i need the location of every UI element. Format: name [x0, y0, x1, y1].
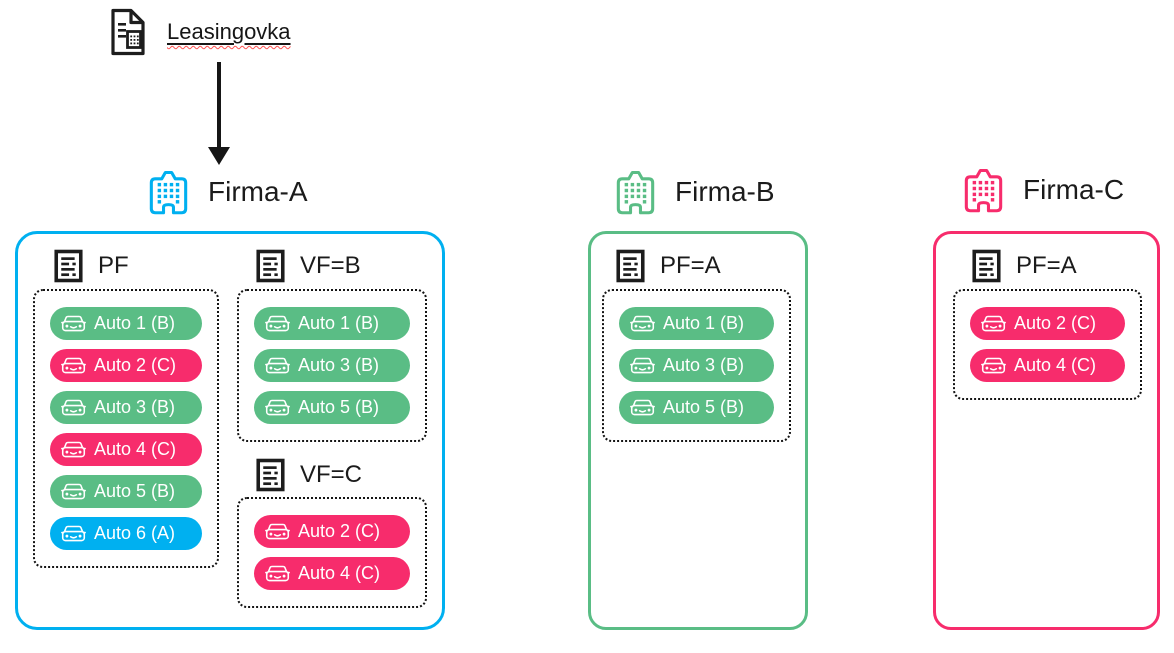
leasing-label-text: Leasingovka [167, 19, 291, 44]
auto-pill-label: Auto 2 (C) [1014, 313, 1097, 333]
auto-pill-label: Auto 4 (C) [298, 563, 381, 583]
auto-pill: Auto 5 (B) [254, 391, 410, 424]
section-label: PF=A [1016, 252, 1077, 279]
car-icon [61, 398, 86, 417]
car-icon [265, 356, 290, 375]
firma-c-header: Firma-C [961, 166, 1124, 213]
auto-pill: Auto 3 (B) [254, 349, 410, 382]
firma-b-name: Firma-B [675, 175, 775, 207]
auto-pill: Auto 3 (B) [50, 391, 202, 424]
fleet-document-icon [54, 249, 83, 283]
auto-pill: Auto 2 (C) [970, 307, 1125, 340]
auto-pill: Auto 4 (C) [254, 557, 410, 590]
firma-a-header: Firma-A [146, 168, 308, 215]
building-icon [146, 168, 191, 215]
auto-pill-label: Auto 3 (B) [663, 355, 745, 375]
down-arrow-head-icon [208, 147, 230, 165]
section-label: VF=C [300, 461, 363, 488]
section-label: PF [98, 252, 129, 279]
fleet-document-icon [972, 249, 1001, 283]
auto-pill: Auto 5 (B) [619, 391, 774, 424]
firma-a-pf-car-list: Auto 1 (B) Auto 2 (C) Auto 3 (B) Auto 4 … [33, 289, 219, 568]
car-icon [265, 522, 290, 541]
auto-pill-label: Auto 1 (B) [663, 313, 745, 333]
auto-pill: Auto 5 (B) [50, 475, 202, 508]
firma-b-section-pfa-header: PF=A [616, 249, 721, 283]
auto-pill-label: Auto 1 (B) [298, 313, 380, 333]
fleet-document-icon [616, 249, 645, 283]
car-icon [265, 398, 290, 417]
auto-pill: Auto 1 (B) [50, 307, 202, 340]
section-label: PF=A [660, 252, 721, 279]
car-icon [61, 524, 86, 543]
firma-c-pfa-car-list: Auto 2 (C) Auto 4 (C) [953, 289, 1142, 400]
firma-c-name: Firma-C [1023, 173, 1125, 205]
car-icon [981, 314, 1006, 333]
car-icon [61, 482, 86, 501]
firma-a-vfb-car-list: Auto 1 (B) Auto 3 (B) Auto 5 (B) [237, 289, 427, 442]
invoice-document-icon [108, 8, 149, 56]
building-icon [961, 166, 1006, 213]
car-icon [61, 440, 86, 459]
auto-pill-label: Auto 2 (C) [94, 355, 177, 375]
car-icon [630, 398, 655, 417]
auto-pill-label: Auto 2 (C) [298, 521, 381, 541]
firma-a-section-vfb-header: VF=B [256, 249, 361, 283]
building-icon [613, 168, 658, 215]
auto-pill: Auto 2 (C) [254, 515, 410, 548]
leasing-contract-header: Leasingovka [108, 8, 291, 56]
firma-b-pfa-car-list: Auto 1 (B) Auto 3 (B) Auto 5 (B) [602, 289, 791, 442]
firma-c-section-pfa-header: PF=A [972, 249, 1077, 283]
auto-pill: Auto 6 (A) [50, 517, 202, 550]
auto-pill-label: Auto 5 (B) [298, 397, 380, 417]
car-icon [630, 314, 655, 333]
fleet-document-icon [256, 458, 285, 492]
auto-pill: Auto 2 (C) [50, 349, 202, 382]
auto-pill-label: Auto 4 (C) [94, 439, 177, 459]
auto-pill: Auto 4 (C) [50, 433, 202, 466]
auto-pill: Auto 1 (B) [254, 307, 410, 340]
firma-a-section-pf-header: PF [54, 249, 129, 283]
auto-pill-label: Auto 5 (B) [94, 481, 176, 501]
firma-a-vfc-car-list: Auto 2 (C) Auto 4 (C) [237, 497, 427, 608]
firma-b-header: Firma-B [613, 168, 775, 215]
car-icon [265, 564, 290, 583]
car-icon [630, 356, 655, 375]
auto-pill: Auto 4 (C) [970, 349, 1125, 382]
car-icon [61, 314, 86, 333]
auto-pill-label: Auto 5 (B) [663, 397, 745, 417]
auto-pill-label: Auto 6 (A) [94, 523, 176, 543]
car-icon [61, 356, 86, 375]
section-label: VF=B [300, 252, 361, 279]
auto-pill-label: Auto 1 (B) [94, 313, 176, 333]
fleet-document-icon [256, 249, 285, 283]
auto-pill: Auto 1 (B) [619, 307, 774, 340]
firma-a-section-vfc-header: VF=C [256, 458, 362, 492]
leasing-label: Leasingovka [167, 19, 291, 45]
firma-a-name: Firma-A [208, 175, 308, 207]
auto-pill-label: Auto 4 (C) [1014, 355, 1097, 375]
auto-pill-label: Auto 3 (B) [94, 397, 176, 417]
car-icon [265, 314, 290, 333]
down-arrow-line [217, 62, 221, 148]
auto-pill: Auto 3 (B) [619, 349, 774, 382]
auto-pill-label: Auto 3 (B) [298, 355, 380, 375]
car-icon [981, 356, 1006, 375]
